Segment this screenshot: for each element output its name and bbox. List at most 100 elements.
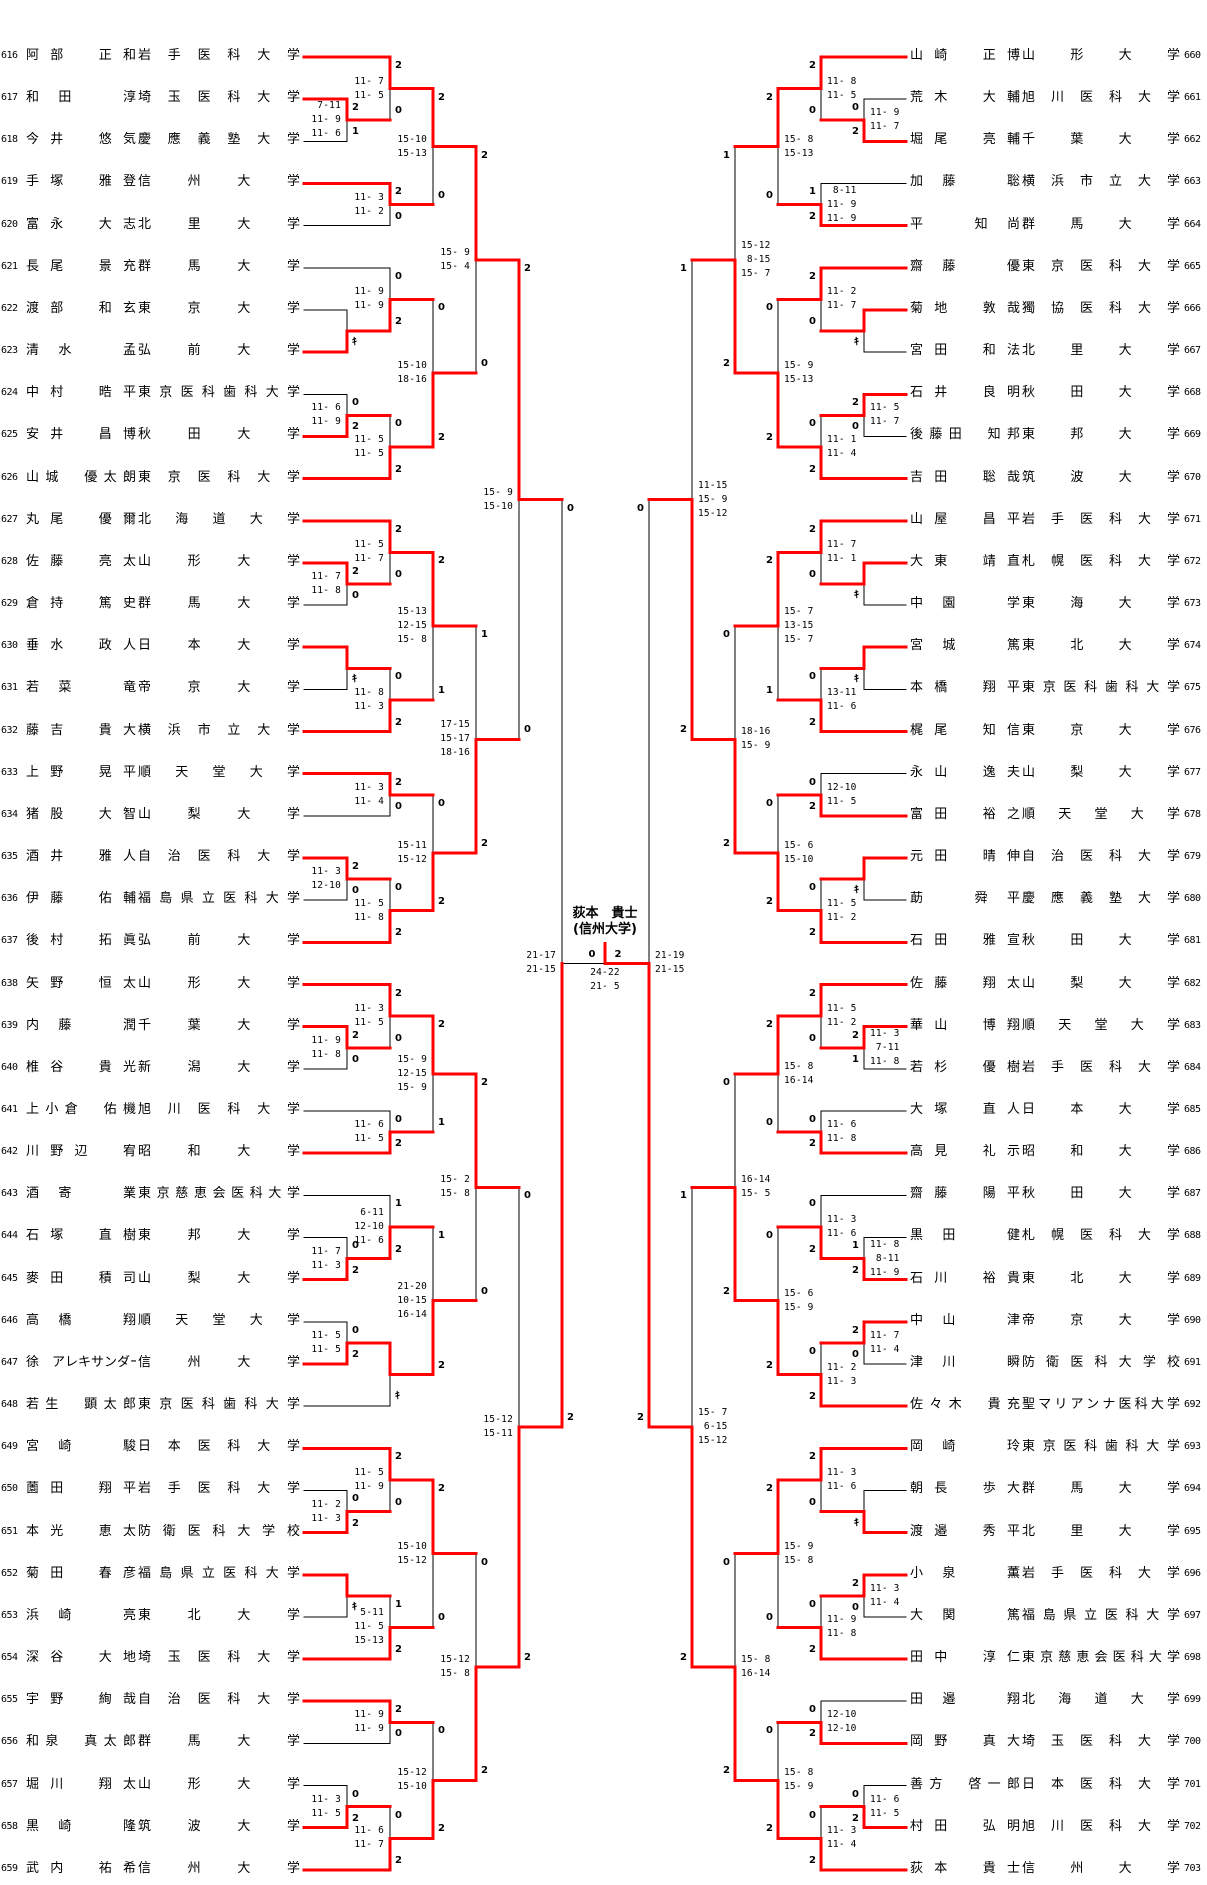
player-name: 酒寄 業 xyxy=(26,1186,136,1202)
player-name: 大関 篤 xyxy=(910,1607,1020,1623)
set-count: 2 xyxy=(809,523,816,535)
set-count: 2 xyxy=(680,724,687,736)
game-score: 11- 6 xyxy=(870,1793,900,1805)
player-name: 山崎 正博 xyxy=(910,48,1020,63)
set-count: 2 xyxy=(809,1243,816,1255)
entry-number: 694 xyxy=(1184,1483,1201,1495)
set-count: 2 xyxy=(524,262,531,274)
player-school: 旭川医科大学 xyxy=(1022,1818,1180,1834)
set-count: 0 xyxy=(852,1788,859,1800)
game-score: 11- 9 xyxy=(354,1709,384,1721)
set-count: 0 xyxy=(809,1114,816,1125)
game-score: 15- 8 xyxy=(784,133,814,145)
entry-number: 659 xyxy=(1,1862,18,1874)
set-count: 1 xyxy=(723,149,730,161)
player-name: 本橋 翔平 xyxy=(910,680,1020,696)
set-count: 2 xyxy=(395,1243,402,1255)
set-count: 0 xyxy=(766,1117,773,1129)
entry-number: 621 xyxy=(1,260,18,272)
player-school: 福島県立医科大学 xyxy=(138,891,300,907)
set-count: 2 xyxy=(723,1285,730,1297)
entry-number: 661 xyxy=(1184,92,1201,104)
game-score: 11- 4 xyxy=(827,447,857,459)
game-score: 11- 6 xyxy=(827,1480,857,1492)
game-score: 15- 2 xyxy=(440,1174,470,1186)
set-count: 2 xyxy=(766,555,773,567)
set-count: 0 xyxy=(809,105,816,117)
entry-number: 674 xyxy=(1184,640,1201,652)
game-score: 7-11 xyxy=(870,1041,900,1053)
entry-number: 651 xyxy=(1,1525,18,1537)
set-count: 0 xyxy=(438,1612,445,1624)
game-score: 21-17 xyxy=(526,950,556,962)
set-count: 2 xyxy=(680,1651,687,1663)
game-score: 11- 3 xyxy=(311,1259,341,1271)
player-school: 日本医科大学 xyxy=(1022,1776,1180,1792)
set-count: 2 xyxy=(809,987,816,999)
game-score: 13-15 xyxy=(784,620,814,632)
set-count: 0 xyxy=(352,397,359,409)
player-school: 帝京大学 xyxy=(1022,1312,1180,1328)
set-count: 2 xyxy=(852,126,859,138)
entry-number: 623 xyxy=(1,345,18,357)
player-name: 宮城 篤 xyxy=(910,638,1020,654)
set-count: 2 xyxy=(438,1359,445,1371)
entry-number: 622 xyxy=(1,302,18,314)
player-name: 渡邉 秀平 xyxy=(910,1523,1020,1539)
set-count: 2 xyxy=(395,1138,402,1150)
set-count: 0 xyxy=(809,1032,816,1044)
player-school: 山形大学 xyxy=(138,1776,300,1792)
set-count: 2 xyxy=(723,358,730,370)
entry-number: 664 xyxy=(1184,218,1201,230)
game-score: 11- 7 xyxy=(311,1245,341,1257)
set-count: 2 xyxy=(766,91,773,103)
set-count: 2 xyxy=(438,1823,445,1835)
game-score: 15-12 xyxy=(440,1653,470,1665)
entry-number: 675 xyxy=(1184,682,1201,694)
game-score: 11- 2 xyxy=(311,1498,341,1510)
game-score: 11- 4 xyxy=(870,1596,900,1608)
game-score: 11- 6 xyxy=(311,128,341,140)
player-school: 東北大学 xyxy=(138,1607,300,1623)
set-count: ｷ xyxy=(854,674,859,686)
game-score: 11-15 xyxy=(698,479,728,491)
player-name: 菊地 敦哉 xyxy=(910,300,1020,316)
player-school: 北里大学 xyxy=(138,216,300,232)
entry-number: 637 xyxy=(1,935,18,947)
game-score: 11- 7 xyxy=(870,416,900,428)
game-score: 11- 9 xyxy=(827,1614,857,1626)
set-count: 0 xyxy=(567,502,574,514)
game-score: 11- 9 xyxy=(354,300,384,312)
player-name: 山城 優太朗 xyxy=(26,469,136,485)
entry-number: 690 xyxy=(1184,1314,1201,1326)
player-school: 東邦大学 xyxy=(1022,427,1180,443)
entry-number: 679 xyxy=(1184,851,1201,863)
player-name: 阿部 正和 xyxy=(26,48,136,63)
game-score: 11- 5 xyxy=(354,89,384,101)
player-name: 津川 瞬 xyxy=(910,1354,1020,1370)
game-score: 13-11 xyxy=(827,686,857,698)
player-name: 富永 大志 xyxy=(26,216,136,232)
entry-number: 639 xyxy=(1,1019,18,1031)
player-school: 横浜市立大学 xyxy=(1022,174,1180,190)
set-count: 0 xyxy=(852,1601,859,1613)
player-school: 信州大学 xyxy=(138,1860,300,1876)
player-school: 信州大学 xyxy=(138,1354,300,1370)
player-school: 防衛医科大学校 xyxy=(1022,1354,1180,1370)
player-name: 中村 晧平 xyxy=(26,385,136,401)
final-set-count: 2 xyxy=(614,949,622,961)
player-school: 山梨大学 xyxy=(1022,764,1180,780)
game-score: 11- 9 xyxy=(354,286,384,298)
player-school: 筑波大学 xyxy=(138,1818,300,1834)
